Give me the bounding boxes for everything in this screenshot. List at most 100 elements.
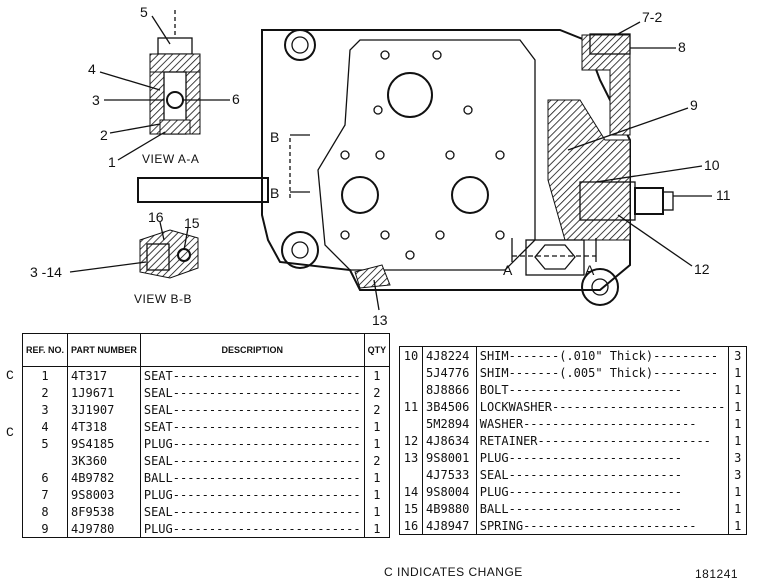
header-qty: QTY [363, 333, 391, 367]
qty: 2 [363, 384, 391, 401]
part-number: 8F9538 [67, 503, 141, 520]
description: SPRING------------------------ [475, 517, 730, 535]
figure-number: 181241 [695, 567, 739, 581]
part-number: 5M2894 [422, 415, 477, 432]
description-text: SEAL [143, 453, 173, 468]
callout-8: 8 [678, 39, 686, 55]
description-note: (.005" Thick) [559, 365, 654, 380]
ref-no: 13 [398, 449, 424, 466]
description-text: SEAT [143, 419, 173, 434]
description-text: BALL [479, 501, 509, 516]
qty: 1 [363, 486, 391, 503]
qty: 1 [363, 469, 391, 486]
ref-no: 5 [21, 435, 69, 452]
ref-no: 9 [21, 520, 69, 538]
section-lines [289, 134, 597, 262]
qty: 1 [728, 500, 747, 517]
description-text: LOCKWASHER [479, 399, 552, 414]
ref-no: 4 [21, 418, 69, 435]
ref-no [398, 364, 424, 381]
part-number: 4J9780 [67, 520, 141, 538]
ref-no: 3 [21, 401, 69, 418]
part-number: 9S8004 [422, 483, 477, 500]
callout-6: 6 [232, 91, 240, 107]
part-number: 9S8003 [67, 486, 141, 503]
part-number: 1J9671 [67, 384, 141, 401]
description-text: SEAL [143, 385, 173, 400]
description: SEAT-------------------------- [139, 366, 365, 384]
part-number: 3K360 [67, 452, 141, 469]
description-text: PLUG [479, 450, 509, 465]
description: WASHER------------------------ [475, 415, 730, 432]
view-b-b-drawing [139, 229, 199, 279]
ref-no: 8 [21, 503, 69, 520]
change-marker: C [6, 425, 14, 440]
callout-leaders [69, 15, 712, 311]
qty: 1 [728, 483, 747, 500]
part-number: 3J1907 [67, 401, 141, 418]
qty: 3 [728, 346, 747, 364]
description-text: SEAT [143, 368, 173, 383]
description-text: BOLT [479, 382, 509, 397]
part-number: 9S8001 [422, 449, 477, 466]
description-note: (.010" Thick) [559, 348, 654, 363]
ref-no: 2 [21, 384, 69, 401]
part-number: 4T318 [67, 418, 141, 435]
ref-no: 15 [398, 500, 424, 517]
part-number: 9S4185 [67, 435, 141, 452]
description: SEAL-------------------------- [139, 452, 365, 469]
section-a-left: A [503, 262, 513, 278]
description: PLUG-------------------------- [139, 520, 365, 538]
description: SEAL------------------------ [475, 466, 730, 483]
ref-no: 6 [21, 469, 69, 486]
description-text: SEAL [143, 504, 173, 519]
callout-1: 1 [108, 154, 116, 170]
ref-no: 12 [398, 432, 424, 449]
callout-13: 13 [372, 312, 388, 328]
description: SHIM-------(.005" Thick)--------- [475, 364, 730, 381]
ref-no: 11 [398, 398, 424, 415]
qty: 1 [363, 520, 391, 538]
header-part-number: PART NUMBER [67, 333, 141, 367]
qty: 2 [363, 452, 391, 469]
description-text: SHIM [479, 365, 509, 380]
valve-housing-drawing [137, 29, 674, 306]
callout-9: 9 [690, 97, 698, 113]
description-text: PLUG [143, 521, 173, 536]
callout-16: 16 [148, 209, 164, 225]
callout-7-2: 7-2 [642, 9, 662, 25]
description: SEAT-------------------------- [139, 418, 365, 435]
ref-no [398, 466, 424, 483]
description-text: BALL [143, 470, 173, 485]
view-a-a-drawing [149, 10, 201, 135]
qty: 1 [728, 381, 747, 398]
part-number: 5J4776 [422, 364, 477, 381]
qty: 1 [728, 364, 747, 381]
section-a-right: A [585, 262, 595, 278]
ref-no: 1 [21, 366, 69, 384]
description: LOCKWASHER------------------------ [475, 398, 730, 415]
part-number: 4J7533 [422, 466, 477, 483]
callout-2: 2 [100, 127, 108, 143]
description: SEAL-------------------------- [139, 503, 365, 520]
section-b-lower: B [270, 185, 279, 201]
description: BALL-------------------------- [139, 469, 365, 486]
qty: 1 [728, 432, 747, 449]
description: BALL------------------------ [475, 500, 730, 517]
